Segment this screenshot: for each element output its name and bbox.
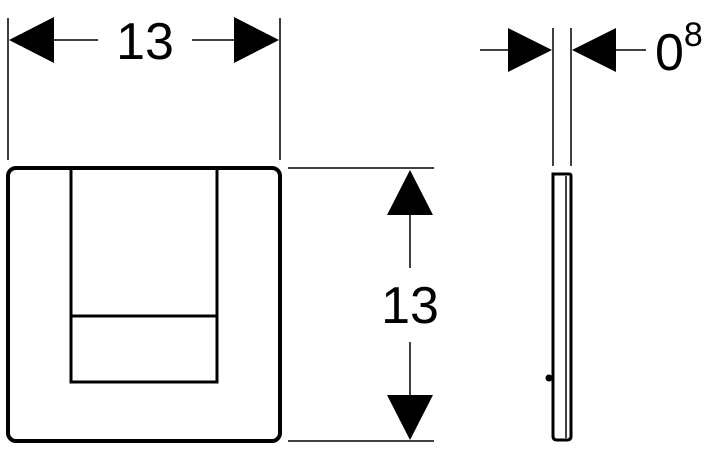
thickness-arrow-right [572, 28, 616, 72]
plate-profile [551, 172, 573, 442]
height-label: 13 [381, 277, 439, 335]
thickness-arrow-left [508, 28, 552, 72]
plate-outline [6, 166, 282, 443]
button-frame [69, 170, 219, 384]
height-arrow-bottom [387, 395, 433, 440]
height-dimension: 13 [288, 167, 439, 442]
height-arrow-top [387, 170, 433, 215]
width-label: 13 [116, 13, 174, 71]
thickness-label-superscript: 8 [684, 16, 703, 54]
width-arrow-right [234, 17, 279, 63]
front-view [6, 166, 282, 443]
thickness-label-base: 0 [655, 24, 684, 82]
width-dimension: 13 [7, 13, 281, 160]
thickness-dimension: 08 [480, 16, 703, 166]
side-view [545, 172, 573, 442]
fixing-knob [545, 374, 553, 382]
thickness-label: 08 [655, 16, 703, 82]
width-arrow-left [9, 17, 54, 63]
